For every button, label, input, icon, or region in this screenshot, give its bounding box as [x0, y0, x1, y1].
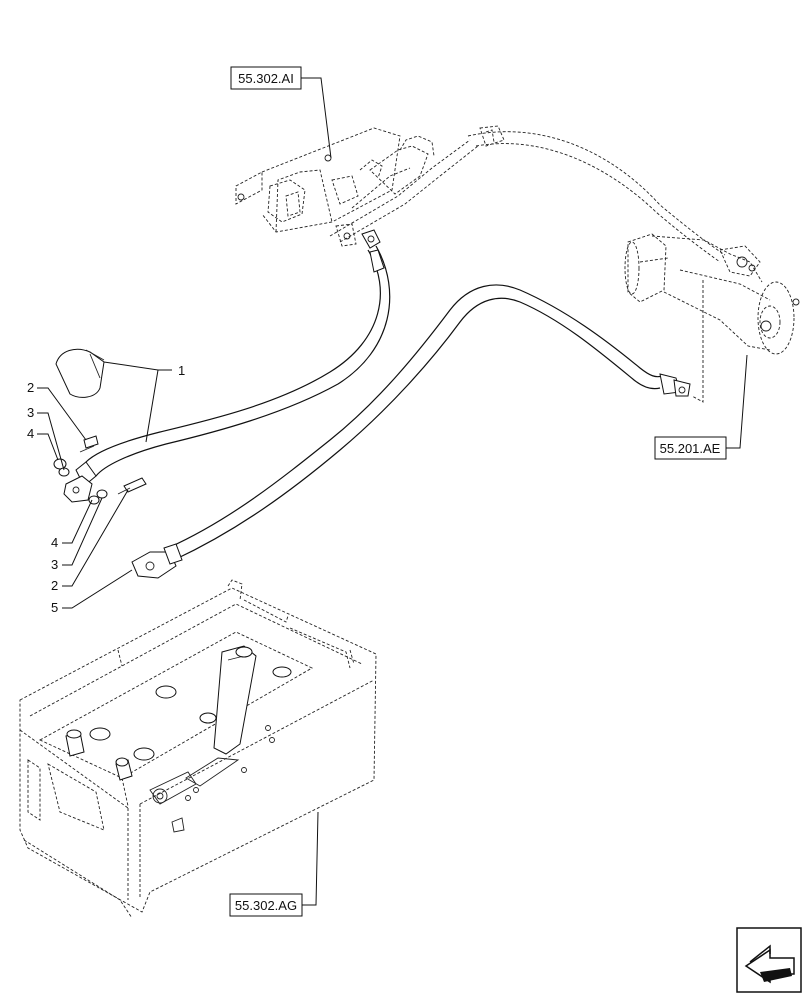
fasteners-upper [53, 435, 99, 477]
ref-box-starter[interactable]: 55.201.AE [654, 354, 748, 460]
callout-2-upper: 2 [27, 380, 34, 395]
ref-starter-label: 55.201.AE [660, 441, 721, 456]
ref-box-battery[interactable]: 55.302.AG [229, 811, 319, 917]
relay-block-assembly [235, 127, 479, 249]
cable-1 [75, 245, 391, 487]
callout-4-upper: 4 [27, 426, 34, 441]
battery-box [19, 579, 377, 919]
ref-battery-label: 55.302.AG [235, 898, 297, 913]
starter-motor [624, 233, 800, 403]
callout-5: 5 [51, 600, 58, 615]
callout-2-lower: 2 [51, 578, 58, 593]
ref-box-top[interactable]: 55.302.AI [230, 66, 332, 159]
callouts: 1 2 3 4 4 3 2 5 [27, 361, 185, 615]
terminal-clamp-upper [63, 475, 93, 503]
next-page-arrow-icon[interactable] [736, 927, 802, 993]
battery-clamp [131, 543, 183, 579]
cable-2 [167, 284, 691, 561]
callout-1: 1 [178, 363, 185, 378]
callout-3-upper: 3 [27, 405, 34, 420]
ref-top-label: 55.302.AI [238, 71, 294, 86]
fasteners-lower [88, 477, 147, 505]
starter-harness [467, 125, 726, 263]
callout-3-lower: 3 [51, 557, 58, 572]
rubber-boot [55, 348, 105, 398]
callout-4-lower: 4 [51, 535, 58, 550]
